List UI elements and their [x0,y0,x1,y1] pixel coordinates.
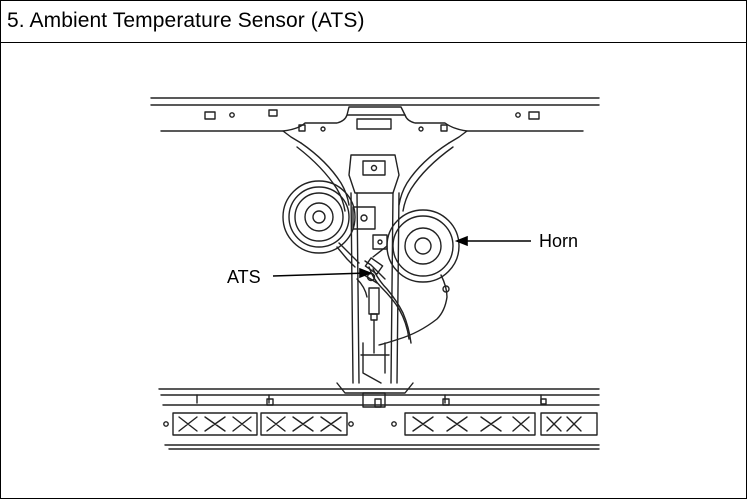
page-title: 5. Ambient Temperature Sensor (ATS) [7,9,365,32]
left-horn-disc [282,180,360,268]
ats-sensor-harness [356,257,412,344]
vertical-post [350,192,400,384]
lower-grille [163,412,598,436]
ats-arrowhead [359,267,373,279]
ats-label: ATS [227,267,261,287]
title-bar: 5. Ambient Temperature Sensor (ATS) [1,1,746,43]
ats-leader-line [272,272,368,277]
horn-label: Horn [539,231,578,251]
right-horn [372,209,460,346]
ats-location-diagram: Horn ATS [150,97,600,450]
lower-cross-member [158,382,600,450]
upper-cross-member [150,97,600,144]
horn-arrowhead [454,235,468,247]
center-bracket [296,142,454,212]
